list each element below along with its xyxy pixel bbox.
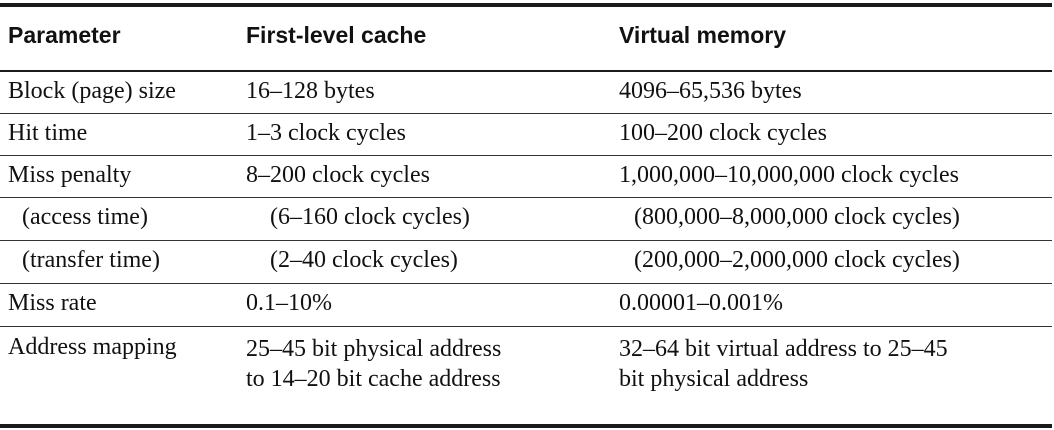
row-divider xyxy=(0,197,1052,198)
row-parameter: (access time) xyxy=(22,204,148,230)
row-cache-value: 8–200 clock cycles xyxy=(246,162,430,188)
table-top-rule xyxy=(0,3,1052,7)
row-cache-value: (6–160 clock cycles) xyxy=(270,204,470,230)
header-first-level-cache: First-level cache xyxy=(246,22,427,48)
row-divider xyxy=(0,113,1052,114)
row-parameter: Block (page) size xyxy=(8,78,176,104)
header-parameter: Parameter xyxy=(8,22,121,48)
row-virtual-value: 4096–65,536 bytes xyxy=(619,78,802,104)
table-bottom-rule xyxy=(0,424,1052,428)
header-rule xyxy=(0,70,1052,72)
row-virtual-value: 0.00001–0.001% xyxy=(619,290,783,316)
row-parameter: (transfer time) xyxy=(22,247,160,273)
row-virtual-value: (800,000–8,000,000 clock cycles) xyxy=(634,204,960,230)
row-divider xyxy=(0,326,1052,327)
row-virtual-value: 32–64 bit virtual address to 25–45 bit p… xyxy=(619,336,948,392)
row-virtual-value: 100–200 clock cycles xyxy=(619,120,827,146)
row-parameter: Hit time xyxy=(8,120,88,146)
row-divider xyxy=(0,155,1052,156)
row-virtual-value: (200,000–2,000,000 clock cycles) xyxy=(634,247,960,273)
row-divider xyxy=(0,283,1052,284)
header-virtual-memory: Virtual memory xyxy=(619,22,787,48)
row-parameter: Address mapping xyxy=(8,334,177,360)
row-virtual-value: 1,000,000–10,000,000 clock cycles xyxy=(619,162,959,188)
row-cache-value: 25–45 bit physical address to 14–20 bit … xyxy=(246,336,502,392)
row-cache-value: 1–3 clock cycles xyxy=(246,120,406,146)
row-cache-value: (2–40 clock cycles) xyxy=(270,247,458,273)
row-cache-value: 0.1–10% xyxy=(246,290,332,316)
row-parameter: Miss rate xyxy=(8,290,97,316)
row-parameter: Miss penalty xyxy=(8,162,132,188)
row-divider xyxy=(0,240,1052,241)
row-cache-value: 16–128 bytes xyxy=(246,78,375,104)
